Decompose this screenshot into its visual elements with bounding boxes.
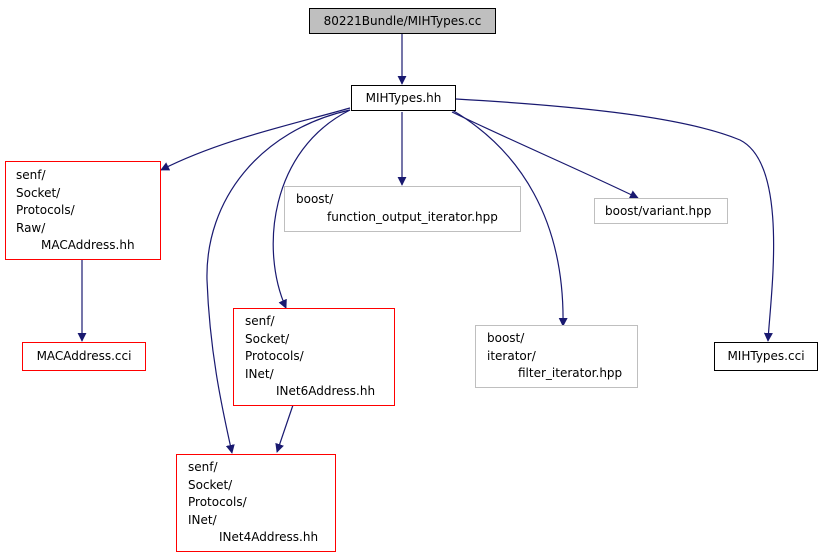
edge-mihtypes-to-inet4address-hh [206,109,351,454]
node-inet4address-hh[interactable]: senf/ Socket/ Protocols/ INet/ INet4Addr… [176,454,336,552]
node-label: INet/ [245,366,274,381]
node-label: INet4Address.hh [219,530,319,544]
node-mihtypes-cci[interactable]: MIHTypes.cci [714,342,818,371]
node-label: function_output_iterator.hpp [327,209,498,224]
node-label: Socket/ [188,477,233,492]
node-boost-variant[interactable]: boost/variant.hpp [594,198,728,224]
node-mihtypes-hh[interactable]: MIHTypes.hh [351,85,456,111]
node-label: Socket/ [16,185,61,200]
node-label: filter_iterator.hpp [518,366,623,380]
edge-mihtypes-to-mihtypes-cci [455,98,775,342]
node-label: senf/ [245,314,275,328]
node-label: Socket/ [245,331,290,346]
node-function-output-iterator[interactable]: boost/ function_output_iterator.hpp [284,186,521,232]
edge-inet6-to-inet4 [275,404,294,453]
node-label: MIHTypes.cci [727,349,805,363]
node-label: senf/ [188,460,218,474]
node-macaddress-hh[interactable]: senf/ Socket/ Protocols/ Raw/ MACAddress… [5,161,161,260]
node-label: Protocols/ [188,495,247,509]
node-label: boost/variant.hpp [605,204,712,218]
node-label: 80221Bundle/MIHTypes.cc [323,14,482,28]
node-filter-iterator[interactable]: boost/ iterator/ filter_iterator.hpp [475,325,638,388]
node-label: iterator/ [487,348,536,363]
node-label: Protocols/ [245,349,304,363]
node-label: INet/ [188,512,217,527]
node-label: INet6Address.hh [276,384,376,398]
node-label: MACAddress.cci [36,349,132,363]
edge-mihtypes-to-variant [451,111,639,199]
node-macaddress-cci[interactable]: MACAddress.cci [22,342,146,371]
node-label: senf/ [16,168,46,182]
node-label: Raw/ [16,220,46,235]
node-label: boost/ [487,331,525,345]
node-label: MACAddress.hh [41,238,135,252]
edge-mihtypes-to-filter-iterator [451,109,568,327]
edge-mihtypes-to-macaddress-hh [160,107,351,171]
node-label: MIHTypes.hh [365,91,442,105]
node-inet6address-hh[interactable]: senf/ Socket/ Protocols/ INet/ INet6Addr… [233,308,395,406]
node-label: Protocols/ [16,203,75,217]
node-mihtypes-cc[interactable]: 80221Bundle/MIHTypes.cc [309,8,496,34]
node-label: boost/ [296,192,334,206]
edge-mihtypes-to-inet6address-hh [272,109,351,309]
